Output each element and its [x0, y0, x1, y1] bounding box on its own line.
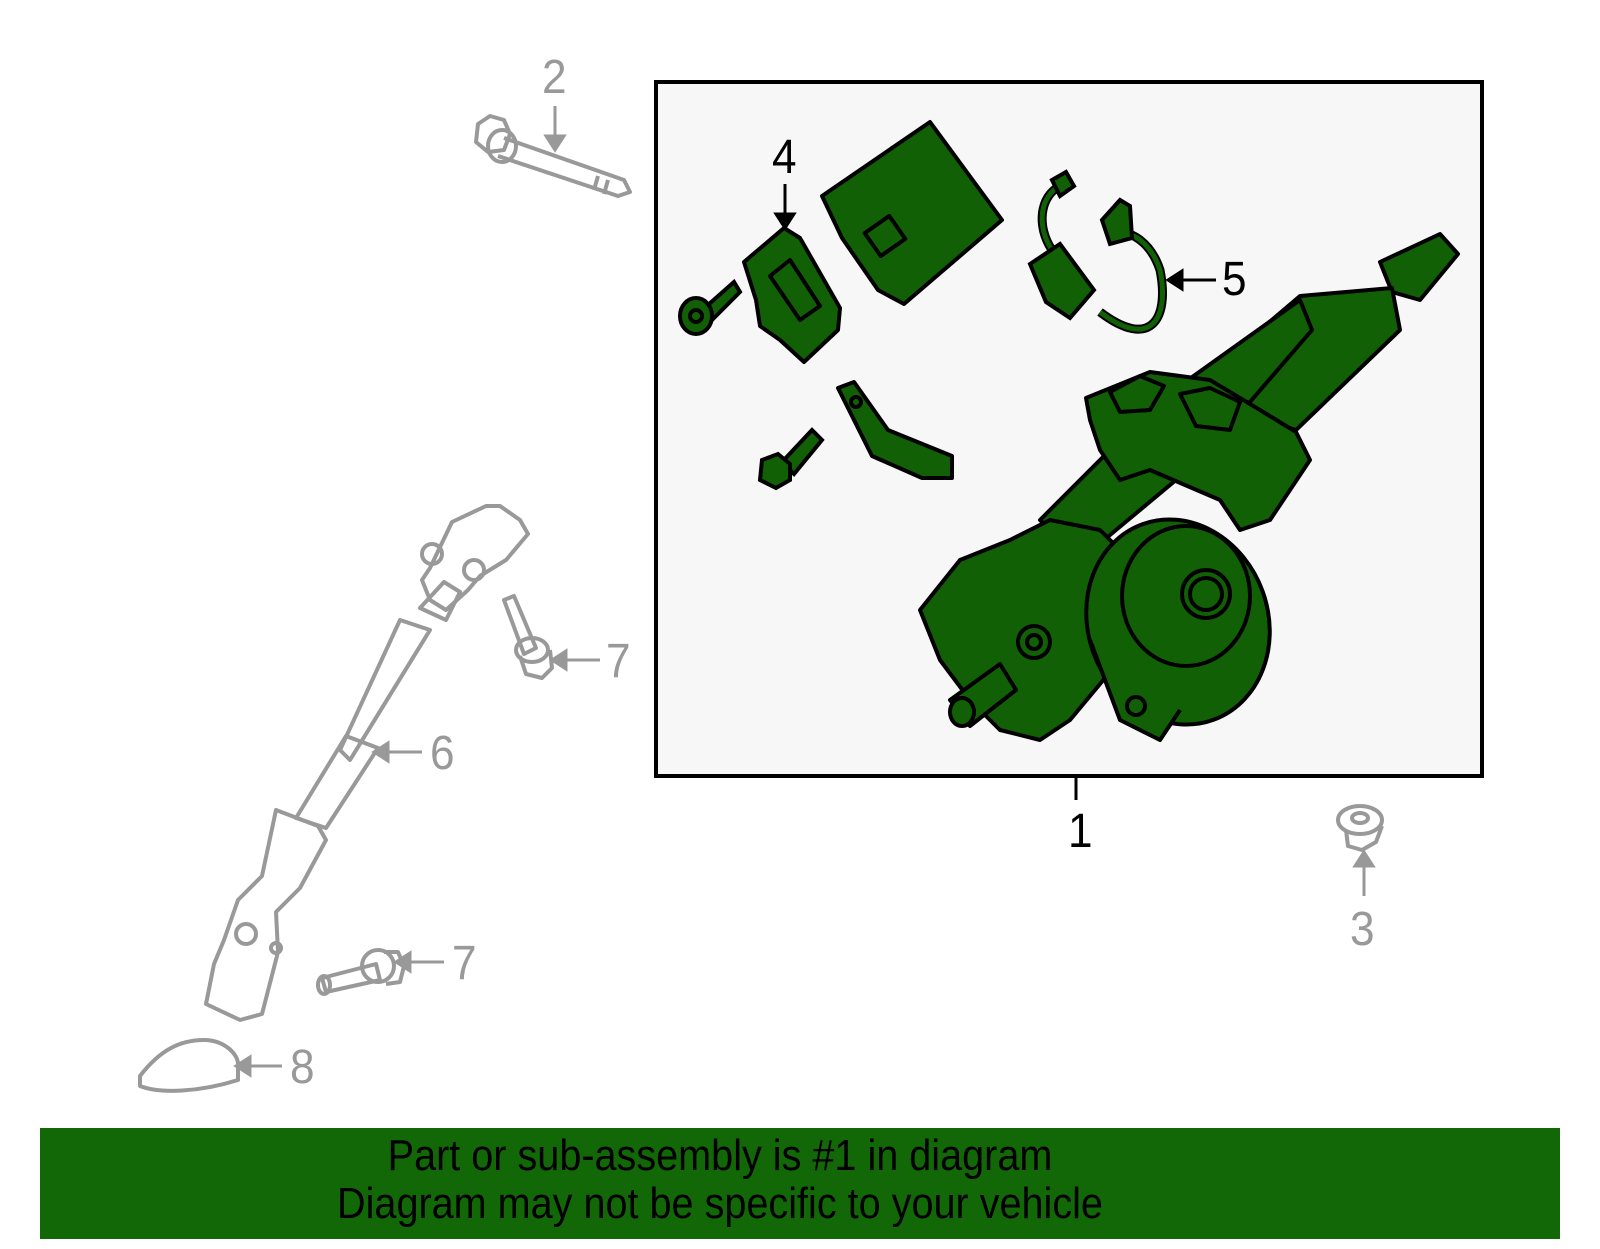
callout-4: 4: [772, 131, 797, 184]
callout-3: 3: [1350, 903, 1375, 956]
arrow-8-icon: [233, 1054, 252, 1078]
callout-6: 6: [430, 727, 455, 780]
arrow-7a-icon: [549, 648, 568, 672]
banner-line-1: Part or sub-assembly is #1 in diagram: [387, 1131, 1053, 1180]
callout-5: 5: [1222, 253, 1247, 306]
small-bolt-icon: [678, 278, 743, 336]
arrow-4-icon: [773, 212, 797, 231]
bolt-upper-icon: [502, 594, 554, 680]
steering-column-assembly-icon: [918, 232, 1460, 742]
nut-icon: [1336, 804, 1384, 852]
wire-harness-icon: [1027, 169, 1167, 334]
callout-2: 2: [542, 51, 567, 104]
arrow-3-icon: [1352, 849, 1376, 868]
callout-1: 1: [1068, 805, 1093, 858]
control-module-icon: [820, 120, 1004, 306]
bracket-module-icon: [742, 226, 842, 364]
arrow-2-icon: [543, 134, 567, 153]
banner-line-2: Diagram may not be specific to your vehi…: [337, 1179, 1103, 1228]
arrow-7b-icon: [393, 950, 412, 974]
arrow-5-icon: [1165, 268, 1184, 292]
arrow-6-icon: [371, 740, 390, 764]
info-banner: Part or sub-assembly is #1 in diagram Di…: [40, 1128, 1560, 1239]
related-parts: [138, 114, 1384, 1093]
gray-arrows: [233, 106, 1376, 1078]
hex-bolt-icon: [757, 427, 825, 491]
callout-7-upper: 7: [606, 635, 631, 688]
angle-bracket-icon: [836, 380, 954, 480]
callout-8: 8: [290, 1041, 315, 1094]
callout-7-lower: 7: [452, 937, 477, 990]
bolt-lower-icon: [316, 948, 406, 996]
seal-icon: [138, 1038, 240, 1093]
intermediate-shaft-icon: [204, 504, 530, 1022]
black-arrows: [773, 184, 1216, 292]
bolt-icon: [474, 114, 632, 198]
